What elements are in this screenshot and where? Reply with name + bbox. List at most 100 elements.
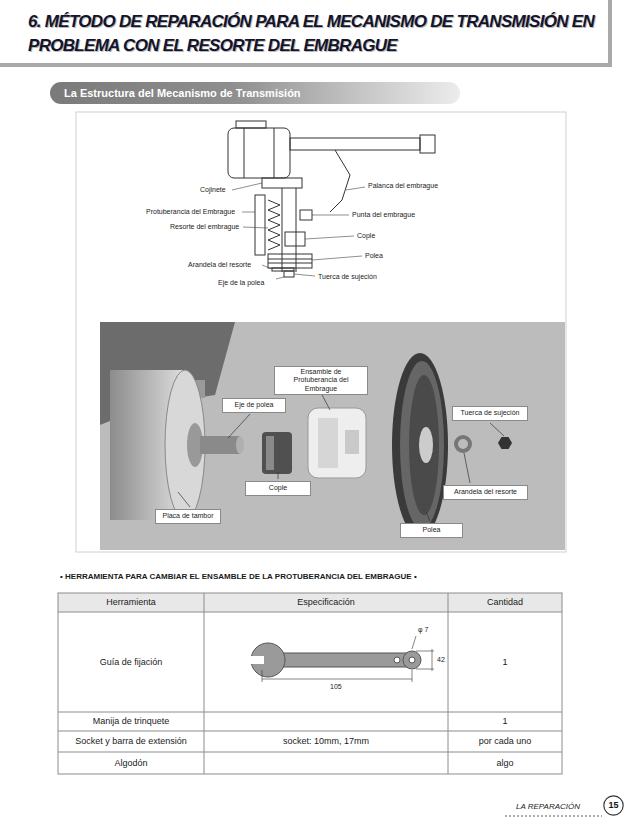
pulley-groove (268, 263, 312, 264)
tool-head (251, 643, 285, 677)
footer-rule (505, 816, 602, 817)
dimension: 42 (437, 656, 445, 664)
nut (284, 271, 294, 277)
dimension-line (262, 670, 263, 682)
table-rule (58, 612, 562, 613)
arm (290, 138, 420, 150)
dimension-line (412, 670, 413, 682)
figure-frame (76, 112, 566, 552)
leader-line (426, 512, 430, 521)
clutch-detail (345, 430, 359, 454)
leader-lines (232, 183, 365, 279)
table-header-cell: Herramienta (58, 593, 204, 612)
dimension-line (432, 649, 433, 671)
part-callout-box: Ensamble de Protuberancia del Embrague (274, 366, 368, 395)
pulley-part (392, 353, 448, 537)
leader-line (178, 492, 190, 507)
node-text: Polea (423, 526, 441, 534)
pulley-groove (400, 361, 444, 529)
clutch-lug (255, 195, 265, 255)
table-rule (58, 731, 562, 732)
table-header-cell: Especificación (204, 593, 448, 612)
shaft-end (236, 436, 244, 454)
nut-part (498, 437, 512, 449)
leader-line (294, 274, 315, 276)
mechanism-drawing (228, 121, 435, 277)
part-callout-box: Polea (400, 523, 463, 538)
clutch-tip (300, 210, 312, 220)
pulley-shaft (200, 436, 240, 454)
part-callout-box: Eje de polea (222, 398, 286, 413)
table-rule (204, 593, 205, 774)
section-band: La Estructura del Mecanismo de Transmisi… (50, 82, 460, 104)
housing-line (244, 128, 245, 178)
leader-line (232, 183, 262, 190)
table-heading: • HERRAMIENTA PARA CAMBIAR EL ENSAMBLE D… (60, 572, 417, 581)
part-label: Punta del embrague (352, 211, 415, 219)
pulley (268, 254, 312, 268)
header-rule (0, 63, 612, 67)
pulley-hub (419, 427, 433, 463)
leader-line (312, 256, 362, 260)
dimension-line (416, 651, 434, 652)
leader-line (312, 215, 349, 216)
lever (330, 150, 350, 212)
header-rule (608, 0, 612, 67)
node-text: Placa de tambor (163, 512, 214, 520)
tool-end (403, 651, 421, 669)
part-label: Palanca del embrague (368, 182, 438, 190)
node-text: Tuerca de sujeción (461, 409, 520, 417)
dimension-line (412, 636, 416, 649)
clutch-detail (318, 418, 338, 468)
leader-line (243, 227, 268, 228)
washer-part (456, 437, 470, 451)
node-text: Arandela del resorte (454, 488, 517, 496)
spring (268, 200, 280, 250)
page-number-circle: 15 (603, 795, 624, 816)
tool-hole (394, 657, 400, 663)
motor-housing (228, 128, 290, 178)
part-label: Eje de la polea (218, 279, 264, 287)
dimension: 105 (330, 683, 342, 691)
table-rule (448, 593, 449, 774)
table-cell: 1 (448, 712, 562, 731)
table-cell: socket: 10mm, 17mm (204, 731, 448, 752)
table-cell: Manija de trinquete (58, 712, 204, 731)
table-cell: algo (448, 752, 562, 774)
housing-line (274, 128, 275, 178)
arm-end (420, 135, 435, 153)
leader-line (242, 212, 255, 213)
dimension-line (416, 669, 434, 670)
table-cell: por cada uno (448, 731, 562, 752)
leader-line (278, 472, 279, 479)
dimension: φ 7 (418, 626, 428, 634)
table-rule (58, 712, 562, 713)
tool-table (58, 593, 562, 774)
exploded-photo (100, 322, 565, 550)
part-label: Protuberancia del Embrague (146, 208, 235, 216)
motor-cap (236, 121, 266, 128)
table-header-fill (58, 593, 562, 612)
page-title: 6. MÉTODO DE REPARACIÓN PARA EL MECANISM… (28, 10, 620, 58)
tool-slot (250, 656, 264, 664)
table-cell: 1 (448, 612, 562, 712)
clutch-assembly (308, 408, 366, 478)
pulley-groove (268, 259, 312, 260)
node-text: Ensamble de Protuberancia del Embrague (278, 368, 364, 392)
node-text: La Estructura del Mecanismo de Transmisi… (64, 87, 301, 100)
part-callout-box: Cople (245, 481, 311, 496)
bearing (262, 178, 302, 188)
part-label: Tuerca de sujeción (318, 273, 377, 281)
tool-hole (409, 657, 415, 663)
leader-line (464, 453, 470, 483)
drum-plate (165, 370, 205, 520)
leader-line (262, 265, 272, 269)
node-text: 15 (608, 800, 618, 810)
coupling-highlight (266, 436, 274, 470)
dimension-line (262, 679, 412, 680)
node-text: Cople (269, 484, 287, 492)
table-header-cell: Cantidad (448, 593, 562, 612)
table-rule (58, 752, 562, 753)
table-border (58, 593, 562, 774)
